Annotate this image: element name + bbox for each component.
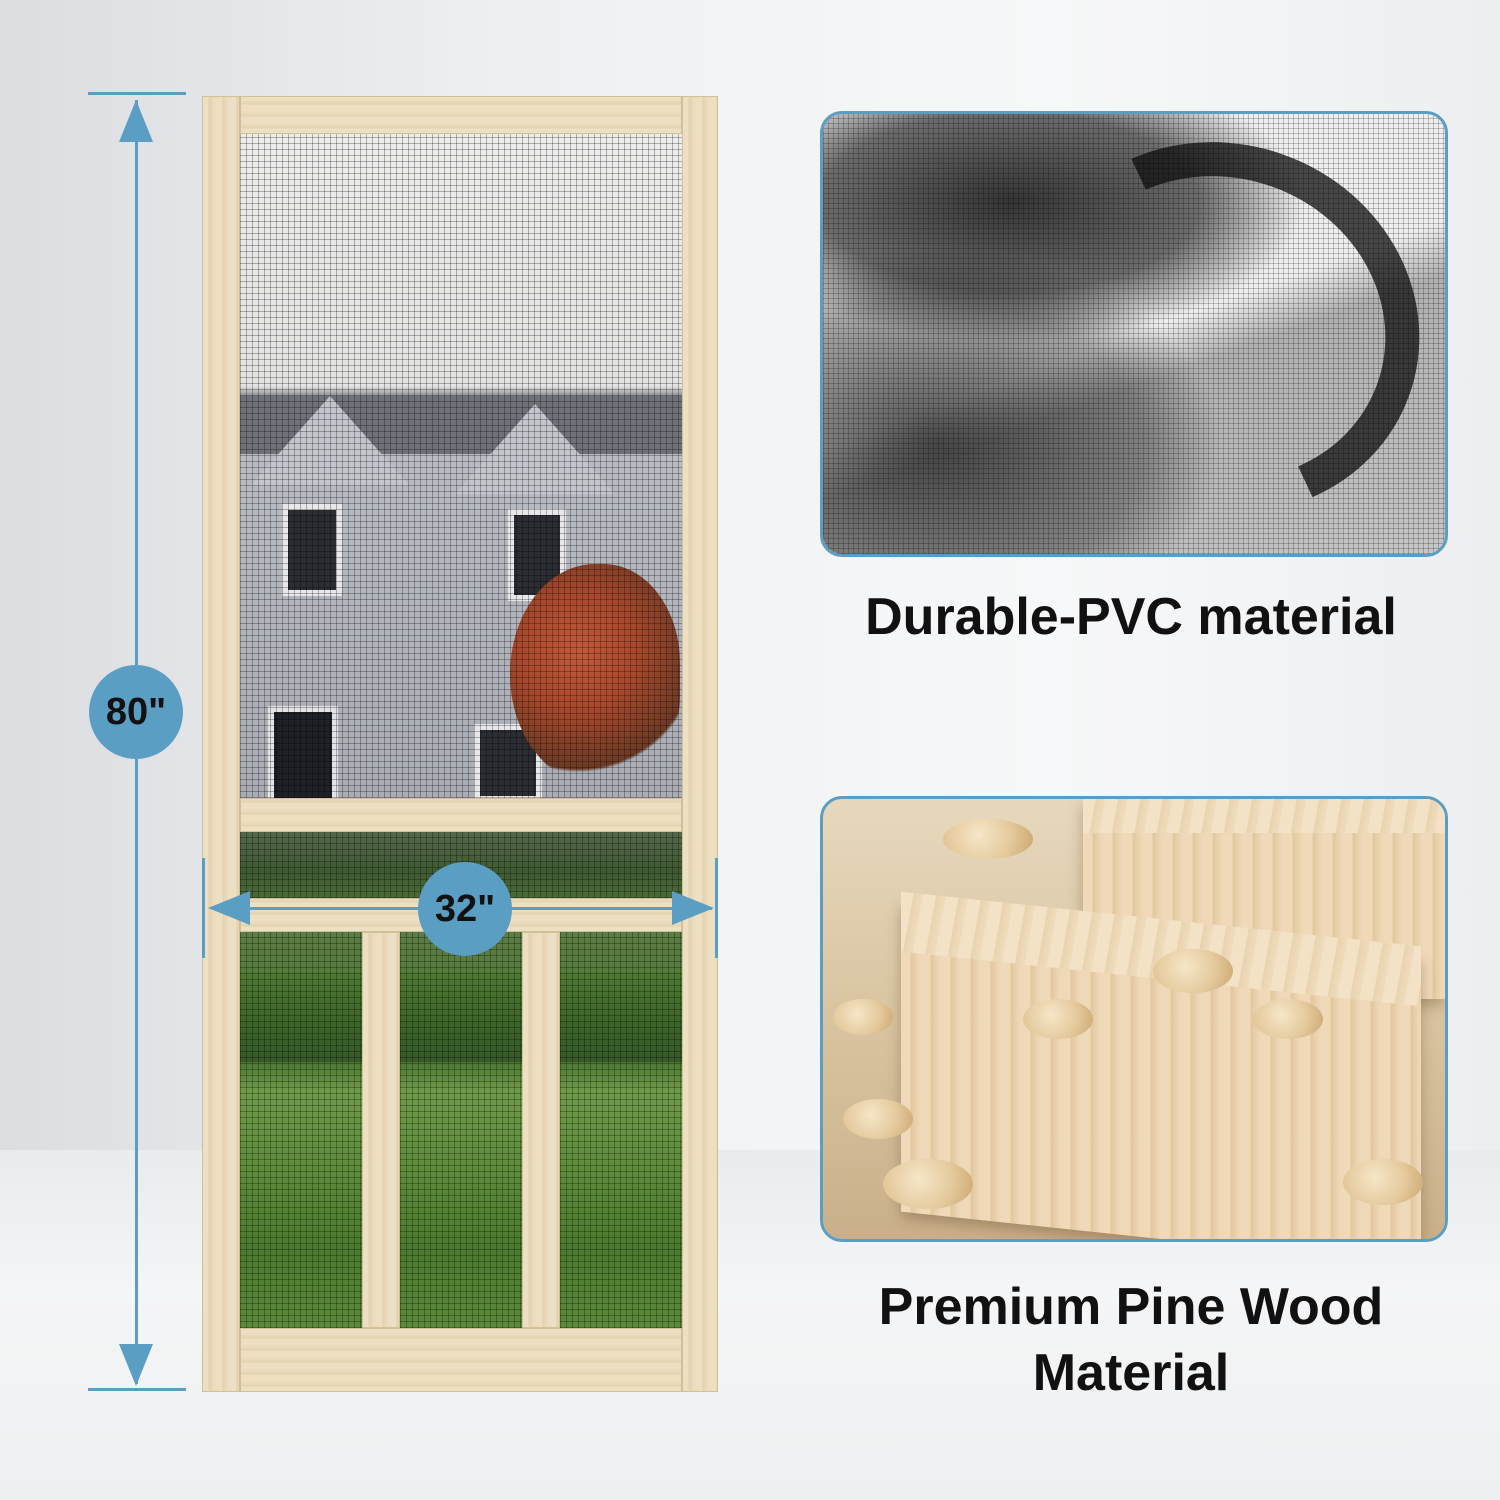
house-gable-left <box>250 396 410 486</box>
screen-mesh <box>240 932 362 1328</box>
width-left-tick <box>202 858 205 958</box>
pvc-mesh-photo <box>820 111 1448 557</box>
door-left-stile <box>202 96 240 1392</box>
screen-mesh <box>400 932 522 1328</box>
hedge <box>400 972 522 1062</box>
arrow-left-icon <box>208 891 250 925</box>
pine-wood-caption: Premium Pine Wood Material <box>820 1274 1442 1406</box>
wood-block-back-top <box>1083 799 1445 833</box>
wood-shaving <box>833 999 893 1035</box>
door-upper-screen <box>240 134 682 798</box>
mesh-roll-shading <box>823 114 1445 554</box>
height-badge: 80" <box>89 665 183 759</box>
arrow-up-icon <box>119 100 153 142</box>
door-bottom-rail <box>240 1328 682 1392</box>
wood-shaving <box>1153 949 1233 993</box>
hedge <box>240 972 362 1062</box>
pine-wood-caption-line2: Material <box>1032 1344 1230 1402</box>
wood-shaving <box>843 1099 913 1139</box>
height-top-tick <box>88 92 186 95</box>
wood-shaving <box>943 819 1033 859</box>
pine-wood-caption-line1: Premium Pine Wood <box>878 1278 1384 1336</box>
house-gable-right <box>455 404 615 494</box>
wood-shaving <box>1253 999 1323 1039</box>
door-lower-screen-right <box>560 932 682 1328</box>
width-right-tick <box>715 858 718 958</box>
pvc-material-caption: Durable-PVC material <box>865 588 1397 646</box>
mesh-texture <box>823 114 1445 554</box>
door-muntin-left <box>362 932 400 1328</box>
door-middle-rail <box>240 798 682 832</box>
door-right-stile <box>682 96 718 1392</box>
door-lower-screen-center <box>400 932 522 1328</box>
screen-mesh <box>240 134 682 798</box>
door-muntin-right <box>522 932 560 1328</box>
hedge <box>560 972 682 1062</box>
height-bottom-tick <box>88 1388 186 1391</box>
wood-shaving <box>1023 999 1093 1039</box>
house-window <box>282 504 342 596</box>
house-front-door <box>268 706 338 798</box>
wood-shaving <box>1343 1159 1423 1205</box>
arrow-down-icon <box>119 1344 153 1386</box>
door-top-rail <box>240 96 682 134</box>
screen-mesh <box>560 932 682 1328</box>
wood-shaving <box>883 1159 973 1209</box>
width-badge: 32" <box>418 862 512 956</box>
red-maple-tree <box>510 564 680 784</box>
arrow-right-icon <box>672 891 714 925</box>
door-lower-screen-left <box>240 932 362 1328</box>
pine-wood-photo <box>820 796 1448 1242</box>
